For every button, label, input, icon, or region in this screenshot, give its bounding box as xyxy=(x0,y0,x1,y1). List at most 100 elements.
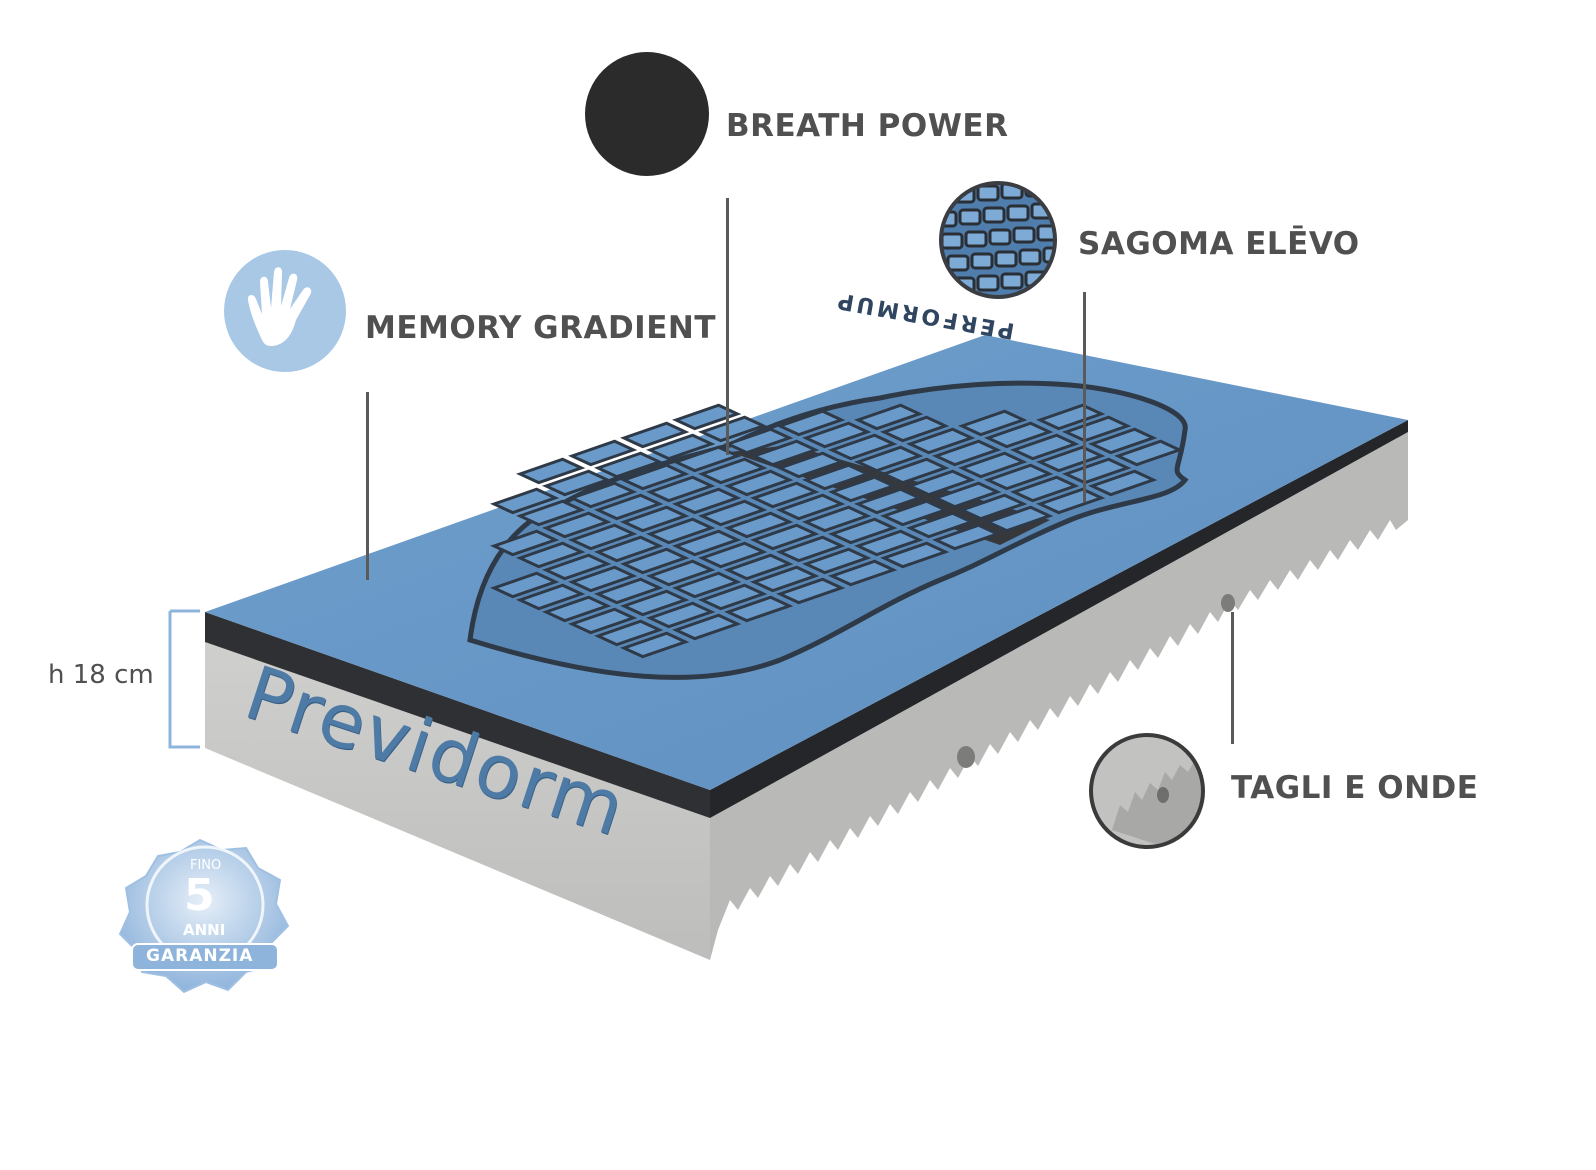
sagoma-cell xyxy=(942,232,964,250)
sagoma-detail-icon xyxy=(939,181,1094,312)
mattress-cell xyxy=(697,457,768,485)
mattress-cell xyxy=(671,487,742,515)
mattress-cell xyxy=(827,517,898,545)
warranty-badge xyxy=(118,838,290,994)
mattress-cell xyxy=(1009,475,1080,503)
tagli-onde-label: TAGLI E ONDE xyxy=(1231,770,1479,806)
mattress-cell xyxy=(879,457,950,485)
mattress-cell xyxy=(879,541,950,569)
dark-circle-icon xyxy=(585,52,709,176)
mattress-cell xyxy=(567,607,638,635)
mattress-top xyxy=(205,335,1408,790)
mattress-cell xyxy=(931,481,1002,509)
mattress-cell xyxy=(593,493,664,521)
mattress-cell xyxy=(567,439,638,467)
mattress-cell xyxy=(775,493,846,521)
mattress-cell xyxy=(775,451,846,479)
mattress-cell xyxy=(1087,469,1158,497)
sagoma-cell xyxy=(984,298,1004,312)
mattress-cell xyxy=(1061,415,1132,443)
mattress-cell xyxy=(567,523,638,551)
breath-power-label: BREATH POWER xyxy=(726,108,1009,144)
mattress-cell xyxy=(671,613,742,641)
mattress-cell xyxy=(1035,487,1106,515)
mattress-cell xyxy=(853,529,924,557)
sagoma-cell xyxy=(994,250,1018,268)
mattress-cell xyxy=(593,577,664,605)
mattress-cell xyxy=(1035,445,1106,473)
sagoma-cell xyxy=(1006,204,1030,222)
sagoma-cell xyxy=(982,206,1006,224)
mattress-cell xyxy=(515,499,586,527)
mattress-cell xyxy=(541,511,612,539)
sagoma-cell xyxy=(946,254,970,272)
mattress-cell xyxy=(723,595,794,623)
mattress-cell xyxy=(619,547,690,575)
sagoma-cell xyxy=(1018,248,1042,266)
badge-number: 5 xyxy=(184,870,215,921)
mattress-cell xyxy=(541,595,612,623)
mattress-cell xyxy=(1061,457,1132,485)
mattress-cell xyxy=(593,619,664,647)
mattress-cell xyxy=(723,553,794,581)
mattress-cell xyxy=(801,463,872,491)
sagoma-cell xyxy=(964,230,988,248)
mattress-cell xyxy=(853,403,924,431)
mattress-cell xyxy=(489,487,560,515)
mattress-cell xyxy=(645,433,716,461)
mattress-cell xyxy=(879,415,950,443)
mattress-cell xyxy=(489,571,560,599)
mattress-cell xyxy=(827,433,898,461)
sagoma-elevo-label: SAGOMA ELĒVO xyxy=(1078,226,1360,262)
mattress-cell xyxy=(515,457,586,485)
mattress-cell xyxy=(489,529,560,557)
mattress-cell xyxy=(619,421,690,449)
mattress-cell xyxy=(775,577,846,605)
mattress-cell xyxy=(567,565,638,593)
sagoma-cell xyxy=(1030,292,1054,296)
mattress-cell xyxy=(1087,427,1158,455)
sagoma-cell xyxy=(1048,268,1054,286)
sagoma-cell xyxy=(1000,272,1024,290)
sagoma-cell xyxy=(970,252,994,270)
sagoma-cell xyxy=(1074,268,1094,282)
mattress-cell xyxy=(931,439,1002,467)
mattress-cell xyxy=(723,511,794,539)
sagoma-cell xyxy=(1056,292,1076,306)
mattress-cell xyxy=(619,631,690,659)
mattress-cell xyxy=(905,427,976,455)
sagoma-cell xyxy=(1056,202,1076,216)
mattress-cell xyxy=(645,601,716,629)
memory-gradient-label: MEMORY GRADIENT xyxy=(365,310,716,346)
mattress-cell xyxy=(645,475,716,503)
mattress-cell xyxy=(775,409,846,437)
sagoma-cell xyxy=(942,188,952,206)
mattress-cell xyxy=(983,421,1054,449)
mattress-cell xyxy=(983,463,1054,491)
sagoma-cell xyxy=(976,184,1000,202)
mattress-cell xyxy=(827,559,898,587)
sagoma-leader-line xyxy=(1083,292,1086,502)
sagoma-cell xyxy=(1012,226,1036,244)
mattress-cell xyxy=(541,469,612,497)
mattress-cell xyxy=(671,403,742,431)
mattress-cell xyxy=(619,505,690,533)
mattress-cell xyxy=(879,499,950,527)
mattress-cell xyxy=(697,583,768,611)
mattress-cell xyxy=(567,481,638,509)
breath-power-leader-line xyxy=(726,198,729,455)
mattress-cell xyxy=(723,469,794,497)
sagoma-cell xyxy=(988,228,1012,246)
mattress-black-layer xyxy=(205,420,1408,818)
sagoma-cell xyxy=(1048,184,1054,196)
sagoma-cell xyxy=(1042,246,1054,264)
mattress-cell xyxy=(723,427,794,455)
mattress-cell xyxy=(931,523,1002,551)
sagoma-cell xyxy=(976,274,1000,292)
mattress-cell xyxy=(957,451,1028,479)
mattress-cell xyxy=(749,523,820,551)
sagoma-cell xyxy=(1006,294,1030,296)
mattress-cell xyxy=(593,535,664,563)
mattress-cell xyxy=(905,511,976,539)
